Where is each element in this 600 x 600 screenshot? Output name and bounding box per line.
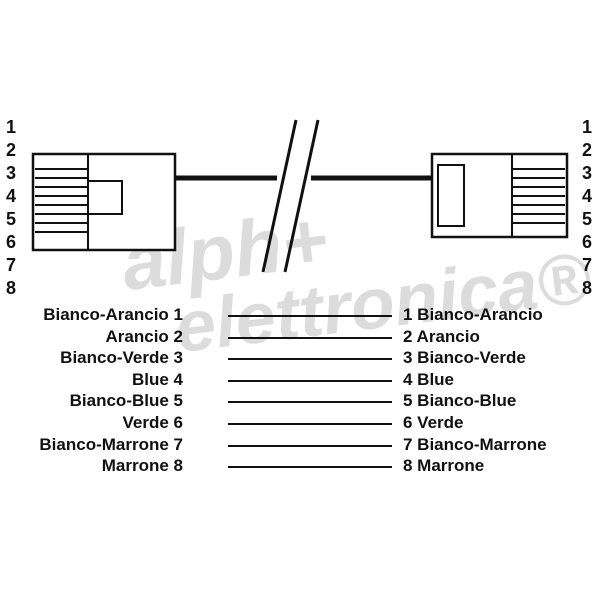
left-rj45-connector (31, 152, 177, 252)
wire-label-left-2: Arancio 2 (105, 327, 183, 346)
right-pin-numbers: 1 2 3 4 5 6 7 8 (582, 117, 592, 298)
pin-number-right-4: 4 (582, 186, 592, 206)
wire-label-left-6: Verde 6 (122, 413, 184, 432)
wire-label-right-6: 6 Verde (403, 413, 464, 432)
pin-number-right-3: 3 (582, 163, 592, 183)
wire-label-left-7: Bianco-Marrone 7 (39, 435, 183, 454)
wire-label-left-1: Bianco-Arancio 1 (43, 305, 183, 324)
right-connector-latch (437, 164, 465, 227)
cable-break-mark-2 (283, 119, 320, 273)
wire-label-left-8: Marrone 8 (101, 456, 183, 475)
pin-number-right-7: 7 (582, 255, 592, 275)
right-rj45-connector (430, 152, 569, 239)
wire-label-right-3: 3 Bianco-Verde (403, 348, 526, 367)
cable-break-mark-1 (261, 119, 298, 273)
pin-number-right-8: 8 (582, 278, 592, 298)
pin-number-left-6: 6 (6, 232, 16, 252)
pin-number-left-2: 2 (6, 140, 16, 160)
wire-label-right-2: 2 Arancio (403, 327, 480, 346)
pin-number-left-1: 1 (6, 117, 16, 137)
pin-number-right-2: 2 (582, 140, 592, 160)
wire-connection-line-5 (228, 401, 392, 403)
pin-number-left-7: 7 (6, 255, 16, 275)
wire-connection-line-4 (228, 380, 392, 382)
pin-number-left-4: 4 (6, 186, 16, 206)
wire-label-right-1: 1 Bianco-Arancio (403, 305, 543, 324)
pin-number-right-6: 6 (582, 232, 592, 252)
wire-connection-line-6 (228, 423, 392, 425)
wire-connection-line-7 (228, 445, 392, 447)
wire-label-right-7: 7 Bianco-Marrone (403, 435, 547, 454)
wire-connection-line-2 (228, 337, 392, 339)
left-pin-numbers: 1 2 3 4 5 6 7 8 (6, 117, 16, 298)
wire-label-right-5: 5 Bianco-Blue (403, 391, 517, 410)
pin-number-right-1: 1 (582, 117, 592, 137)
wire-label-left-4: Blue 4 (131, 370, 183, 389)
pin-number-left-3: 3 (6, 163, 16, 183)
wire-label-left-5: Bianco-Blue 5 (69, 391, 183, 410)
pin-number-left-5: 5 (6, 209, 16, 229)
wire-connection-line-1 (228, 315, 392, 317)
wire-label-left-3: Bianco-Verde 3 (60, 348, 183, 367)
wire-connection-line-3 (228, 358, 392, 360)
left-connector-contacts (35, 168, 88, 233)
pin-number-right-5: 5 (582, 209, 592, 229)
left-connector-latch (87, 180, 123, 215)
pin-number-left-8: 8 (6, 278, 16, 298)
wire-label-right-8: 8 Marrone (403, 456, 485, 475)
right-connector-contacts (512, 168, 565, 224)
wire-label-right-4: 4 Blue (403, 370, 455, 389)
cable (175, 119, 432, 273)
wire-connection-line-8 (228, 466, 392, 468)
